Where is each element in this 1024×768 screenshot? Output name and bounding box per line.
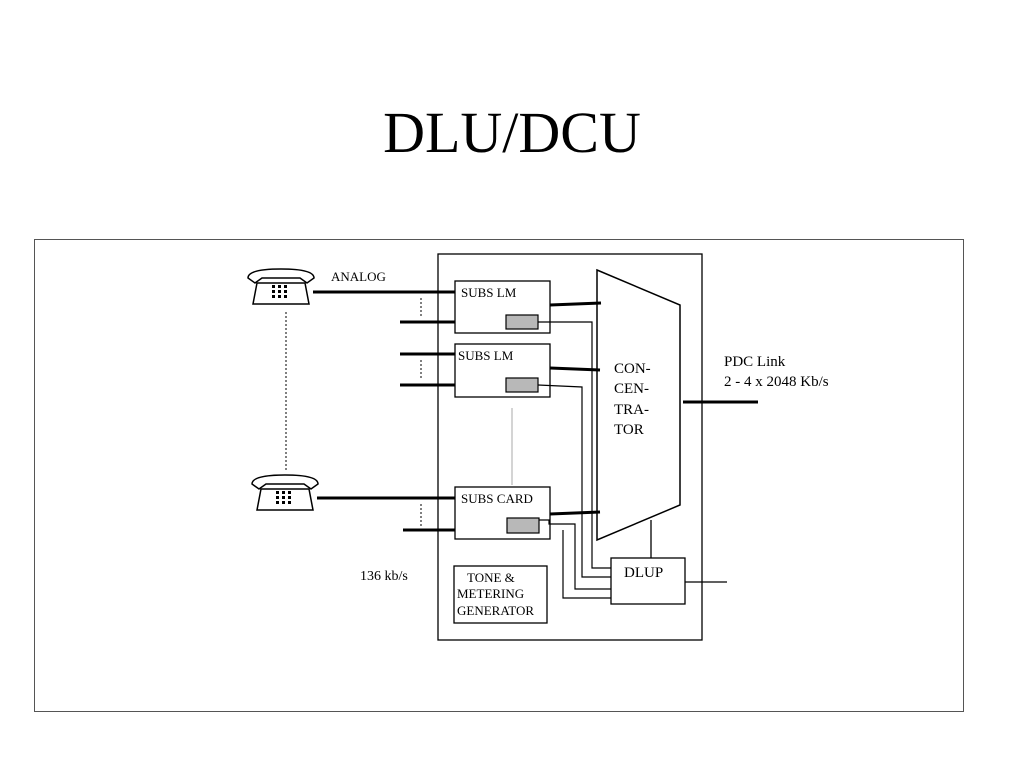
pdc-link-rate: 2 - 4 x 2048 Kb/s bbox=[724, 374, 829, 390]
dlup-box bbox=[610, 557, 686, 605]
dlu-box bbox=[437, 253, 703, 641]
concentrator-label: CON- CEN- TRA- TOR bbox=[614, 361, 654, 438]
diagram-frame bbox=[34, 239, 964, 712]
tone-metering-label: TONE & METERING GENERATOR bbox=[457, 570, 534, 618]
concentrator-links bbox=[549, 301, 602, 516]
dlup-label: DLUP bbox=[624, 565, 663, 581]
subscriber-lines bbox=[313, 290, 456, 532]
subs-lm-2-module bbox=[505, 377, 539, 393]
telephone-icon bbox=[247, 268, 315, 305]
subs-card-label: SUBS CARD bbox=[461, 491, 533, 506]
subs-card-module bbox=[506, 517, 540, 534]
analog-label: ANALOG bbox=[331, 269, 386, 284]
subs-lm-1-label: SUBS LM bbox=[461, 285, 517, 300]
subs-lm-1-module bbox=[505, 314, 539, 330]
pdc-link-title: PDC Link bbox=[724, 354, 786, 370]
subs-lm-2-label: SUBS LM bbox=[458, 348, 514, 363]
concentrator bbox=[596, 268, 681, 542]
page-title: DLU/DCU bbox=[383, 100, 641, 165]
subs-card bbox=[454, 486, 551, 540]
telephone-icon bbox=[251, 474, 319, 511]
tone-metering-box bbox=[453, 565, 548, 624]
control-lines bbox=[537, 321, 611, 599]
subs-lm-2 bbox=[454, 343, 551, 398]
rate-label: 136 kb/s bbox=[360, 569, 408, 584]
subs-lm-1 bbox=[454, 280, 551, 334]
